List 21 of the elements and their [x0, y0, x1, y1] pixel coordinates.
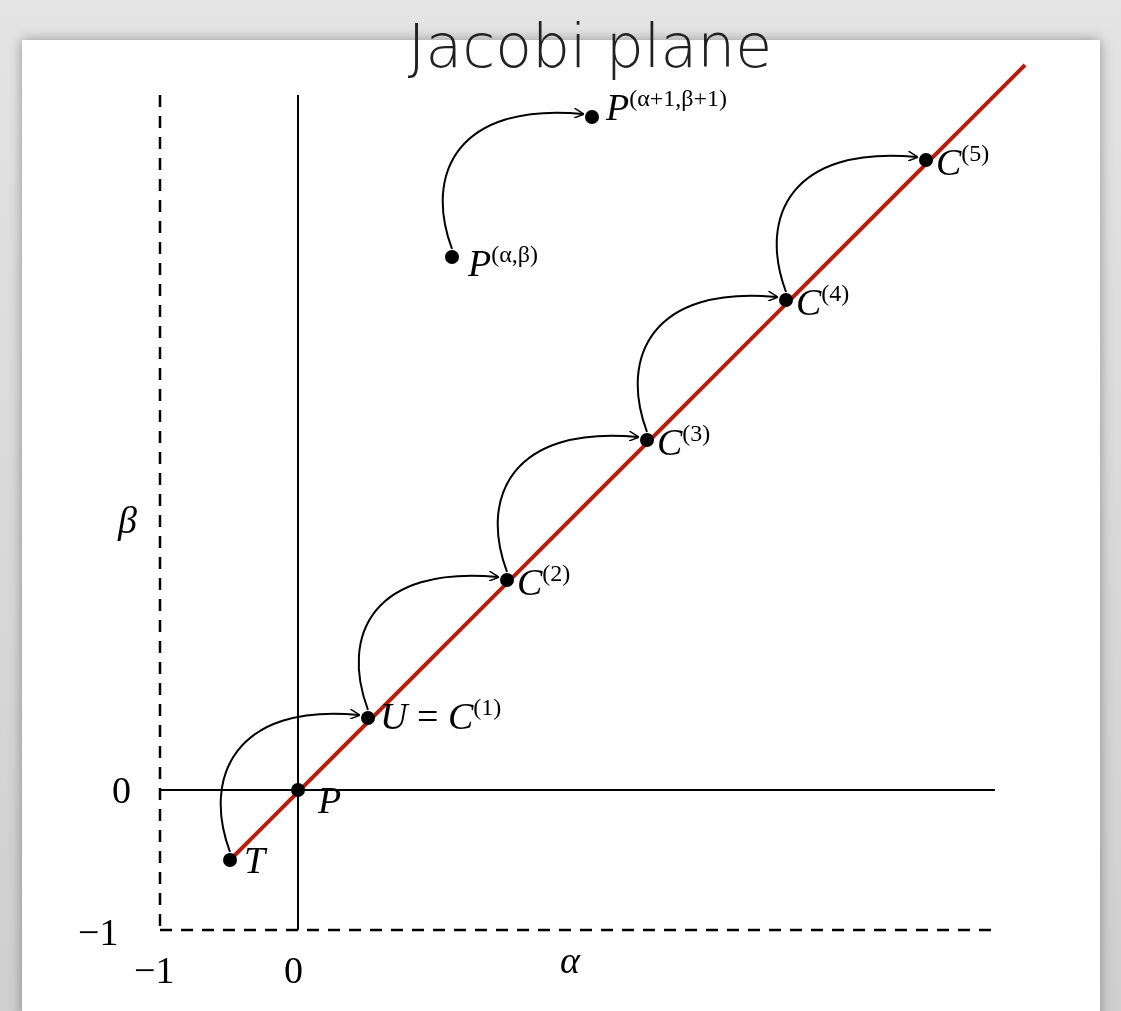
curved-arrow [775, 150, 919, 293]
axis-label: β [118, 500, 137, 540]
curved-arrow [219, 708, 361, 853]
point-label: P$^{(α+1,β+1)}$ [606, 87, 728, 127]
point-label: T [244, 840, 266, 880]
tick-label: −1 [134, 950, 175, 990]
axis-label: α [560, 940, 580, 980]
curved-arrow [636, 290, 779, 433]
curved-arrow [357, 570, 500, 711]
point-label: C$^{(3)}$ [657, 422, 711, 462]
point-label: C$^{(5)}$ [936, 142, 990, 182]
title: Jacobi plane [406, 10, 774, 83]
point-label: C$^{(4)}$ [796, 282, 850, 322]
curved-arrow [496, 430, 640, 573]
point-label: C$^{(2)}$ [517, 562, 571, 602]
tick-label: 0 [284, 950, 303, 990]
point-label: P$^{(α,β)}$ [468, 243, 538, 283]
tick-label: −1 [78, 912, 119, 952]
tick-label: 0 [112, 770, 131, 810]
curved-arrow [441, 107, 585, 250]
point-label: U = C$^{(1)}$ [380, 696, 502, 736]
